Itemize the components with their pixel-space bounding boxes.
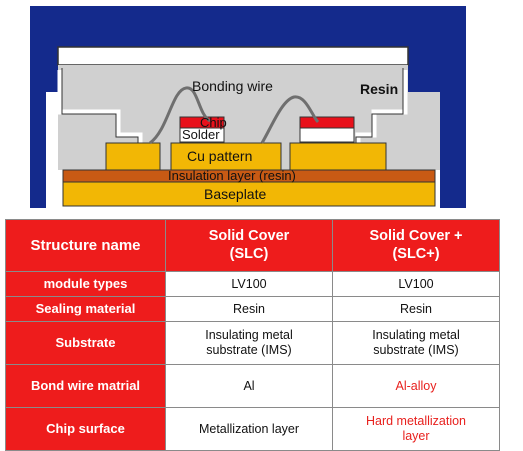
structure-comparison-table: Structure name Solid Cover (SLC) Solid C…: [5, 219, 500, 451]
cell-text: LV100: [398, 276, 434, 291]
row-label-sealing-material: Sealing material: [5, 296, 166, 322]
bonding-wire-left: [149, 86, 211, 145]
table-row: module types LV100 LV100: [5, 271, 500, 297]
cell-text: LV100: [231, 276, 267, 291]
cell-slc: LV100: [165, 271, 333, 297]
label-insulation-layer: Insulation layer (resin): [168, 168, 296, 183]
cu-pattern-center: [170, 142, 282, 171]
cell-text: Metallization layer: [198, 421, 300, 436]
label-solder: Solder: [182, 127, 220, 142]
row-label-substrate: Substrate: [5, 321, 166, 365]
cell-text-line-1: Insulating metal: [205, 328, 293, 342]
table-row: Bond wire matrial Al Al-alloy: [5, 364, 500, 408]
cell-text: Resin: [233, 301, 265, 316]
label-resin: Resin: [360, 81, 398, 97]
label-cu-pattern: Cu pattern: [187, 148, 252, 164]
table-header-row: Structure name Solid Cover (SLC) Solid C…: [5, 219, 500, 272]
header-structure-name: Structure name: [5, 219, 166, 272]
cell-text: Al-alloy: [395, 378, 437, 393]
cell-slc-plus: Insulating metal substrate (IMS): [332, 321, 500, 365]
cell-slc-plus: Hard metallization layer: [332, 407, 500, 451]
cell-slc: Metallization layer: [165, 407, 333, 451]
row-label-module-types: module types: [5, 271, 166, 297]
cell-text-line-2: substrate (IMS): [206, 343, 292, 357]
header-slc-plus-line-2: (SLC+): [392, 245, 440, 262]
cu-pattern-right: [289, 142, 387, 171]
inner-frame-edge-left: [61, 68, 139, 145]
cell-slc-plus: Resin: [332, 296, 500, 322]
row-label-chip-surface: Chip surface: [5, 407, 166, 451]
table-row: Sealing material Resin Resin: [5, 296, 500, 322]
table-row: Substrate Insulating metal substrate (IM…: [5, 321, 500, 365]
cell-text-line-2: substrate (IMS): [373, 343, 459, 357]
cell-slc: Resin: [165, 296, 333, 322]
label-bonding-wire: Bonding wire: [192, 78, 273, 94]
cell-text: Resin: [400, 301, 432, 316]
inner-frame-edge-right: [355, 68, 404, 145]
cu-pattern-left: [105, 142, 161, 171]
cell-text-line-1: Hard metallization: [365, 414, 467, 428]
cell-text-line-2: layer: [402, 429, 430, 443]
module-cross-section-diagram: Bonding wire Resin Chip Solder Cu patter…: [30, 6, 466, 208]
header-slc-line-1: Solid Cover: [208, 228, 290, 245]
cell-slc: Insulating metal substrate (IMS): [165, 321, 333, 365]
header-slc-line-2: (SLC): [229, 245, 269, 262]
label-baseplate: Baseplate: [204, 186, 266, 202]
bonding-wire-right: [260, 95, 320, 144]
baseplate: [62, 181, 436, 207]
header-slc-plus: Solid Cover + (SLC+): [332, 219, 500, 272]
label-chip: Chip: [200, 115, 227, 130]
cover-plate: [57, 46, 409, 66]
cell-text: Al: [243, 378, 255, 393]
solder-left: [179, 127, 225, 143]
header-slc: Solid Cover (SLC): [165, 219, 333, 272]
table-row: Chip surface Metallization layer Hard me…: [5, 407, 500, 451]
chip-right: [299, 116, 355, 129]
cell-slc: Al: [165, 364, 333, 408]
row-label-bond-wire-material: Bond wire matrial: [5, 364, 166, 408]
cell-text-line-1: Insulating metal: [372, 328, 460, 342]
solder-right: [299, 127, 355, 143]
header-slc-plus-line-1: Solid Cover +: [369, 228, 463, 245]
inner-frame: [57, 70, 143, 145]
cell-slc-plus: Al-alloy: [332, 364, 500, 408]
cell-slc-plus: LV100: [332, 271, 500, 297]
